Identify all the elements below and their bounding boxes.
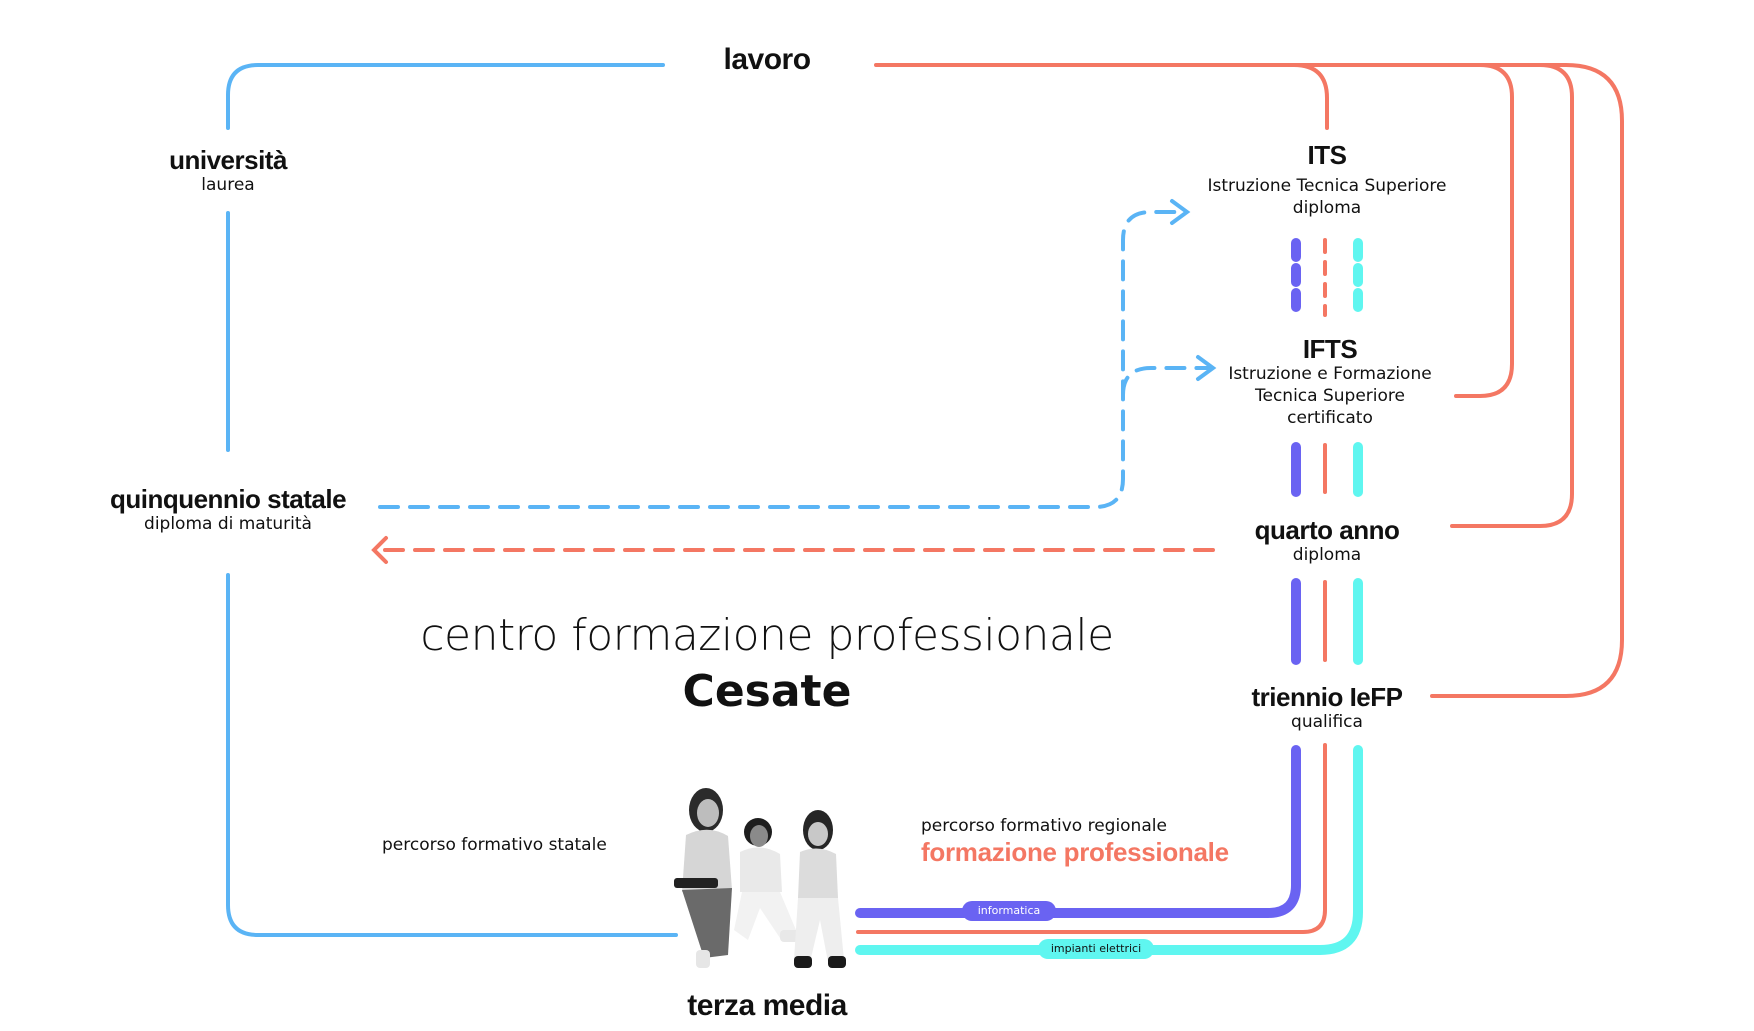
path-regionale-label: percorso formativo regionale formazione … — [921, 815, 1229, 868]
node-ifts: IFTS Istruzione e Formazione Tecnica Sup… — [1228, 335, 1431, 429]
impianti-triennio-terza — [855, 745, 1363, 955]
regional-path-lines — [371, 63, 1624, 934]
regional-core-triennio-terza — [856, 743, 1327, 934]
center-heading: centro formazione professionale Cesate — [420, 608, 1114, 720]
node-triennio-subtitle: qualifica — [1291, 712, 1363, 732]
arrow-to-ifts — [1196, 355, 1217, 381]
line-quinquennio-terza-media — [226, 573, 678, 937]
node-triennio-title: triennio IeFP — [1251, 682, 1403, 712]
track-informatica-pill: informatica — [962, 901, 1056, 921]
node-terza-media-title: terza media — [687, 989, 847, 1022]
line-lavoro-universita — [226, 63, 665, 130]
students-photo — [674, 788, 846, 968]
path-statale-label: percorso formativo statale — [382, 835, 607, 855]
node-universita-subtitle: laurea — [201, 175, 255, 195]
node-lavoro-title: lavoro — [723, 43, 811, 76]
node-its-line1: Istruzione Tecnica Superiore — [1207, 176, 1447, 196]
node-ifts-line2: Tecnica Superiore — [1255, 386, 1405, 406]
node-quarto-subtitle: diploma — [1292, 545, 1362, 565]
node-triennio: triennio IeFP qualifica — [1252, 683, 1403, 733]
impianti-track-lines — [855, 238, 1363, 955]
node-ifts-line3: certificato — [1287, 408, 1373, 428]
center-heading-line1: centro formazione professionale — [420, 610, 1114, 661]
node-ifts-title: IFTS — [1302, 334, 1358, 364]
node-its: ITS Istruzione Tecnica Superiore diploma — [1208, 141, 1447, 219]
line-lavoro-triennio — [1430, 63, 1624, 698]
arrow-to-quinquennio — [371, 536, 388, 564]
node-quinquennio: quinquennio statale diploma di maturità — [109, 484, 347, 535]
track-impianti-pill: impianti elettrici — [1038, 939, 1154, 959]
arrow-to-its — [1170, 199, 1191, 225]
node-quinquennio-subtitle: diploma di maturità — [144, 514, 312, 534]
node-terza-media: terza media — [687, 989, 847, 1022]
node-quarto-anno: quarto anno diploma — [1255, 516, 1400, 566]
line-lavoro-its — [874, 63, 1329, 130]
node-lavoro: lavoro — [709, 43, 825, 76]
dashed-quinquennio-its-ifts — [378, 210, 1184, 509]
node-its-title: ITS — [1307, 140, 1347, 170]
informatica-track-lines — [855, 238, 1301, 918]
node-quarto-title: quarto anno — [1254, 515, 1400, 545]
path-regionale-line2: formazione professionale — [921, 837, 1229, 867]
node-universita: università laurea — [169, 146, 287, 196]
path-regionale-line1: percorso formativo regionale — [921, 816, 1167, 836]
node-universita-title: università — [169, 145, 287, 175]
dashed-branch-ifts — [1121, 366, 1210, 397]
informatica-triennio-terza — [855, 745, 1301, 918]
state-path-lines — [226, 63, 1217, 937]
node-ifts-line1: Istruzione e Formazione — [1228, 364, 1432, 384]
node-its-line2: diploma — [1292, 198, 1362, 218]
node-quinquennio-title: quinquennio statale — [109, 484, 347, 514]
center-heading-line2: Cesate — [682, 666, 852, 717]
